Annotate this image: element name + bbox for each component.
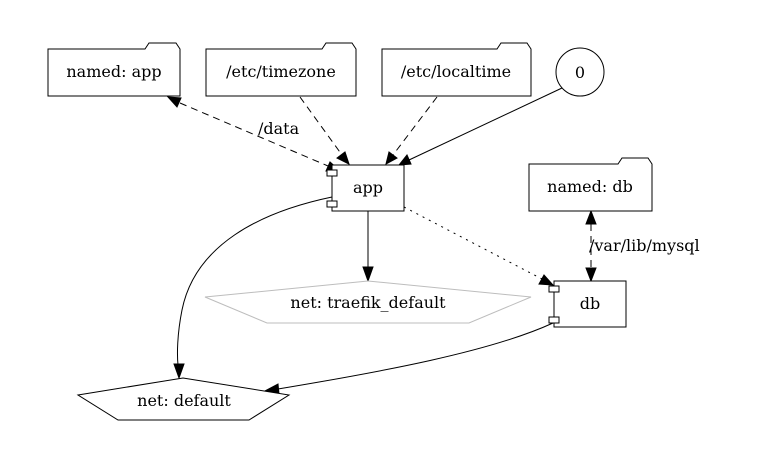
network-node-default-label: net: default — [137, 391, 231, 410]
network-node-default[interactable]: net: default — [76, 377, 291, 421]
edge-db-to-default — [263, 322, 554, 395]
port-node-zero[interactable]: 0 — [555, 47, 605, 97]
service-node-app[interactable]: app — [326, 164, 405, 212]
volume-node-timezone[interactable]: /etc/timezone — [205, 42, 357, 97]
service-node-db-port-bottom — [548, 316, 560, 324]
service-node-db-label: db — [580, 294, 600, 313]
service-node-app-port-top — [326, 169, 338, 177]
port-node-zero-label: 0 — [575, 63, 585, 82]
volume-node-timezone-label: /etc/timezone — [226, 62, 336, 81]
network-node-traefik-label: net: traefik_default — [290, 293, 446, 312]
volume-node-localtime[interactable]: /etc/localtime — [381, 42, 532, 97]
edge-app-to-db — [403, 206, 555, 286]
edge-app-to-default — [173, 196, 333, 380]
volume-node-app-label: named: app — [66, 62, 161, 81]
edge-volume-app-to-app — [166, 96, 342, 172]
edge-port-zero-to-app — [397, 87, 563, 166]
service-node-db[interactable]: db — [548, 280, 627, 328]
edge-label-mysql: /var/lib/mysql — [589, 236, 700, 255]
service-node-app-label: app — [353, 178, 383, 197]
volume-node-db[interactable]: named: db — [528, 157, 653, 212]
network-node-traefik[interactable]: net: traefik_default — [204, 280, 532, 324]
service-node-db-port-top — [548, 285, 560, 293]
edge-label-data: /data — [258, 119, 300, 138]
edge-localtime-to-app — [385, 96, 438, 165]
volume-node-db-label: named: db — [547, 177, 633, 196]
edge-timezone-to-app — [299, 96, 350, 165]
volume-node-localtime-label: /etc/localtime — [401, 62, 511, 81]
edge-volume-db-to-db — [585, 209, 597, 283]
service-node-app-port-bottom — [326, 200, 338, 208]
volume-node-app[interactable]: named: app — [47, 42, 181, 97]
